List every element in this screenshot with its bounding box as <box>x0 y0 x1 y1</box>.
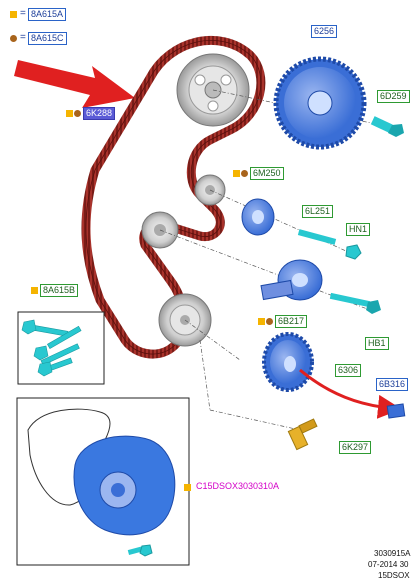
timing-belt <box>81 36 266 359</box>
callout-6K288-square-icon <box>66 110 73 117</box>
crank-sprocket-blue <box>262 332 314 392</box>
footer-ref-1: 3030915A <box>374 549 411 558</box>
callout-6B217-square-icon <box>258 318 265 325</box>
callout-6B217: 6B217 <box>275 315 308 328</box>
callout-water-pump: C15DSOX3030310A <box>196 481 280 491</box>
legend-equals-2: = <box>20 32 26 43</box>
idler-pulley-blue <box>260 259 323 301</box>
legend-dot-icon <box>10 35 17 42</box>
callout-6D259: 6D259 <box>377 90 410 103</box>
callout-6256: 6256 <box>311 25 338 38</box>
water-pump-body <box>73 435 176 557</box>
callout-6B316: 6B316 <box>376 378 409 391</box>
crank-key <box>386 403 406 419</box>
callout-water-pump-square-icon <box>184 484 191 491</box>
timing-pin <box>287 418 318 451</box>
tensioner-pulley-blue <box>241 198 275 236</box>
footer-ref-2: 07-2014 30 <box>368 560 409 569</box>
callout-6L251: 6L251 <box>302 205 334 218</box>
callout-6306: 6306 <box>335 364 362 377</box>
callout-6M250-square-icon <box>233 170 240 177</box>
red-pointer-arrow <box>14 60 135 108</box>
red-curved-arrow <box>299 368 402 419</box>
callout-HN1: HN1 <box>346 223 371 236</box>
legend-label-dot: 8A615C <box>28 32 67 45</box>
callout-6K297: 6K297 <box>339 441 372 454</box>
callout-8A615B: 8A615B <box>40 284 79 297</box>
tensioner-nut <box>345 244 362 260</box>
callout-6B217-dot-icon <box>266 318 273 325</box>
camshaft-sprocket-blue <box>273 56 367 150</box>
callout-6K288: 6K288 <box>83 107 116 120</box>
bolt-kit-bolts <box>21 319 82 377</box>
idler-bolt <box>329 292 381 314</box>
legend-square-icon <box>10 11 17 18</box>
footer-ref-3: 15DSOX <box>378 571 410 580</box>
callout-6M250: 6M250 <box>250 167 284 180</box>
legend-equals-1: = <box>20 8 26 19</box>
camshaft-bolt <box>370 116 404 137</box>
callout-6K288-dot-icon <box>74 110 81 117</box>
tensioner-stud <box>297 229 337 245</box>
callout-8A615B-square-icon <box>31 287 38 294</box>
legend-label-square: 8A615A <box>28 8 67 21</box>
callout-HB1: HB1 <box>365 337 389 350</box>
callout-6M250-dot-icon <box>241 170 248 177</box>
